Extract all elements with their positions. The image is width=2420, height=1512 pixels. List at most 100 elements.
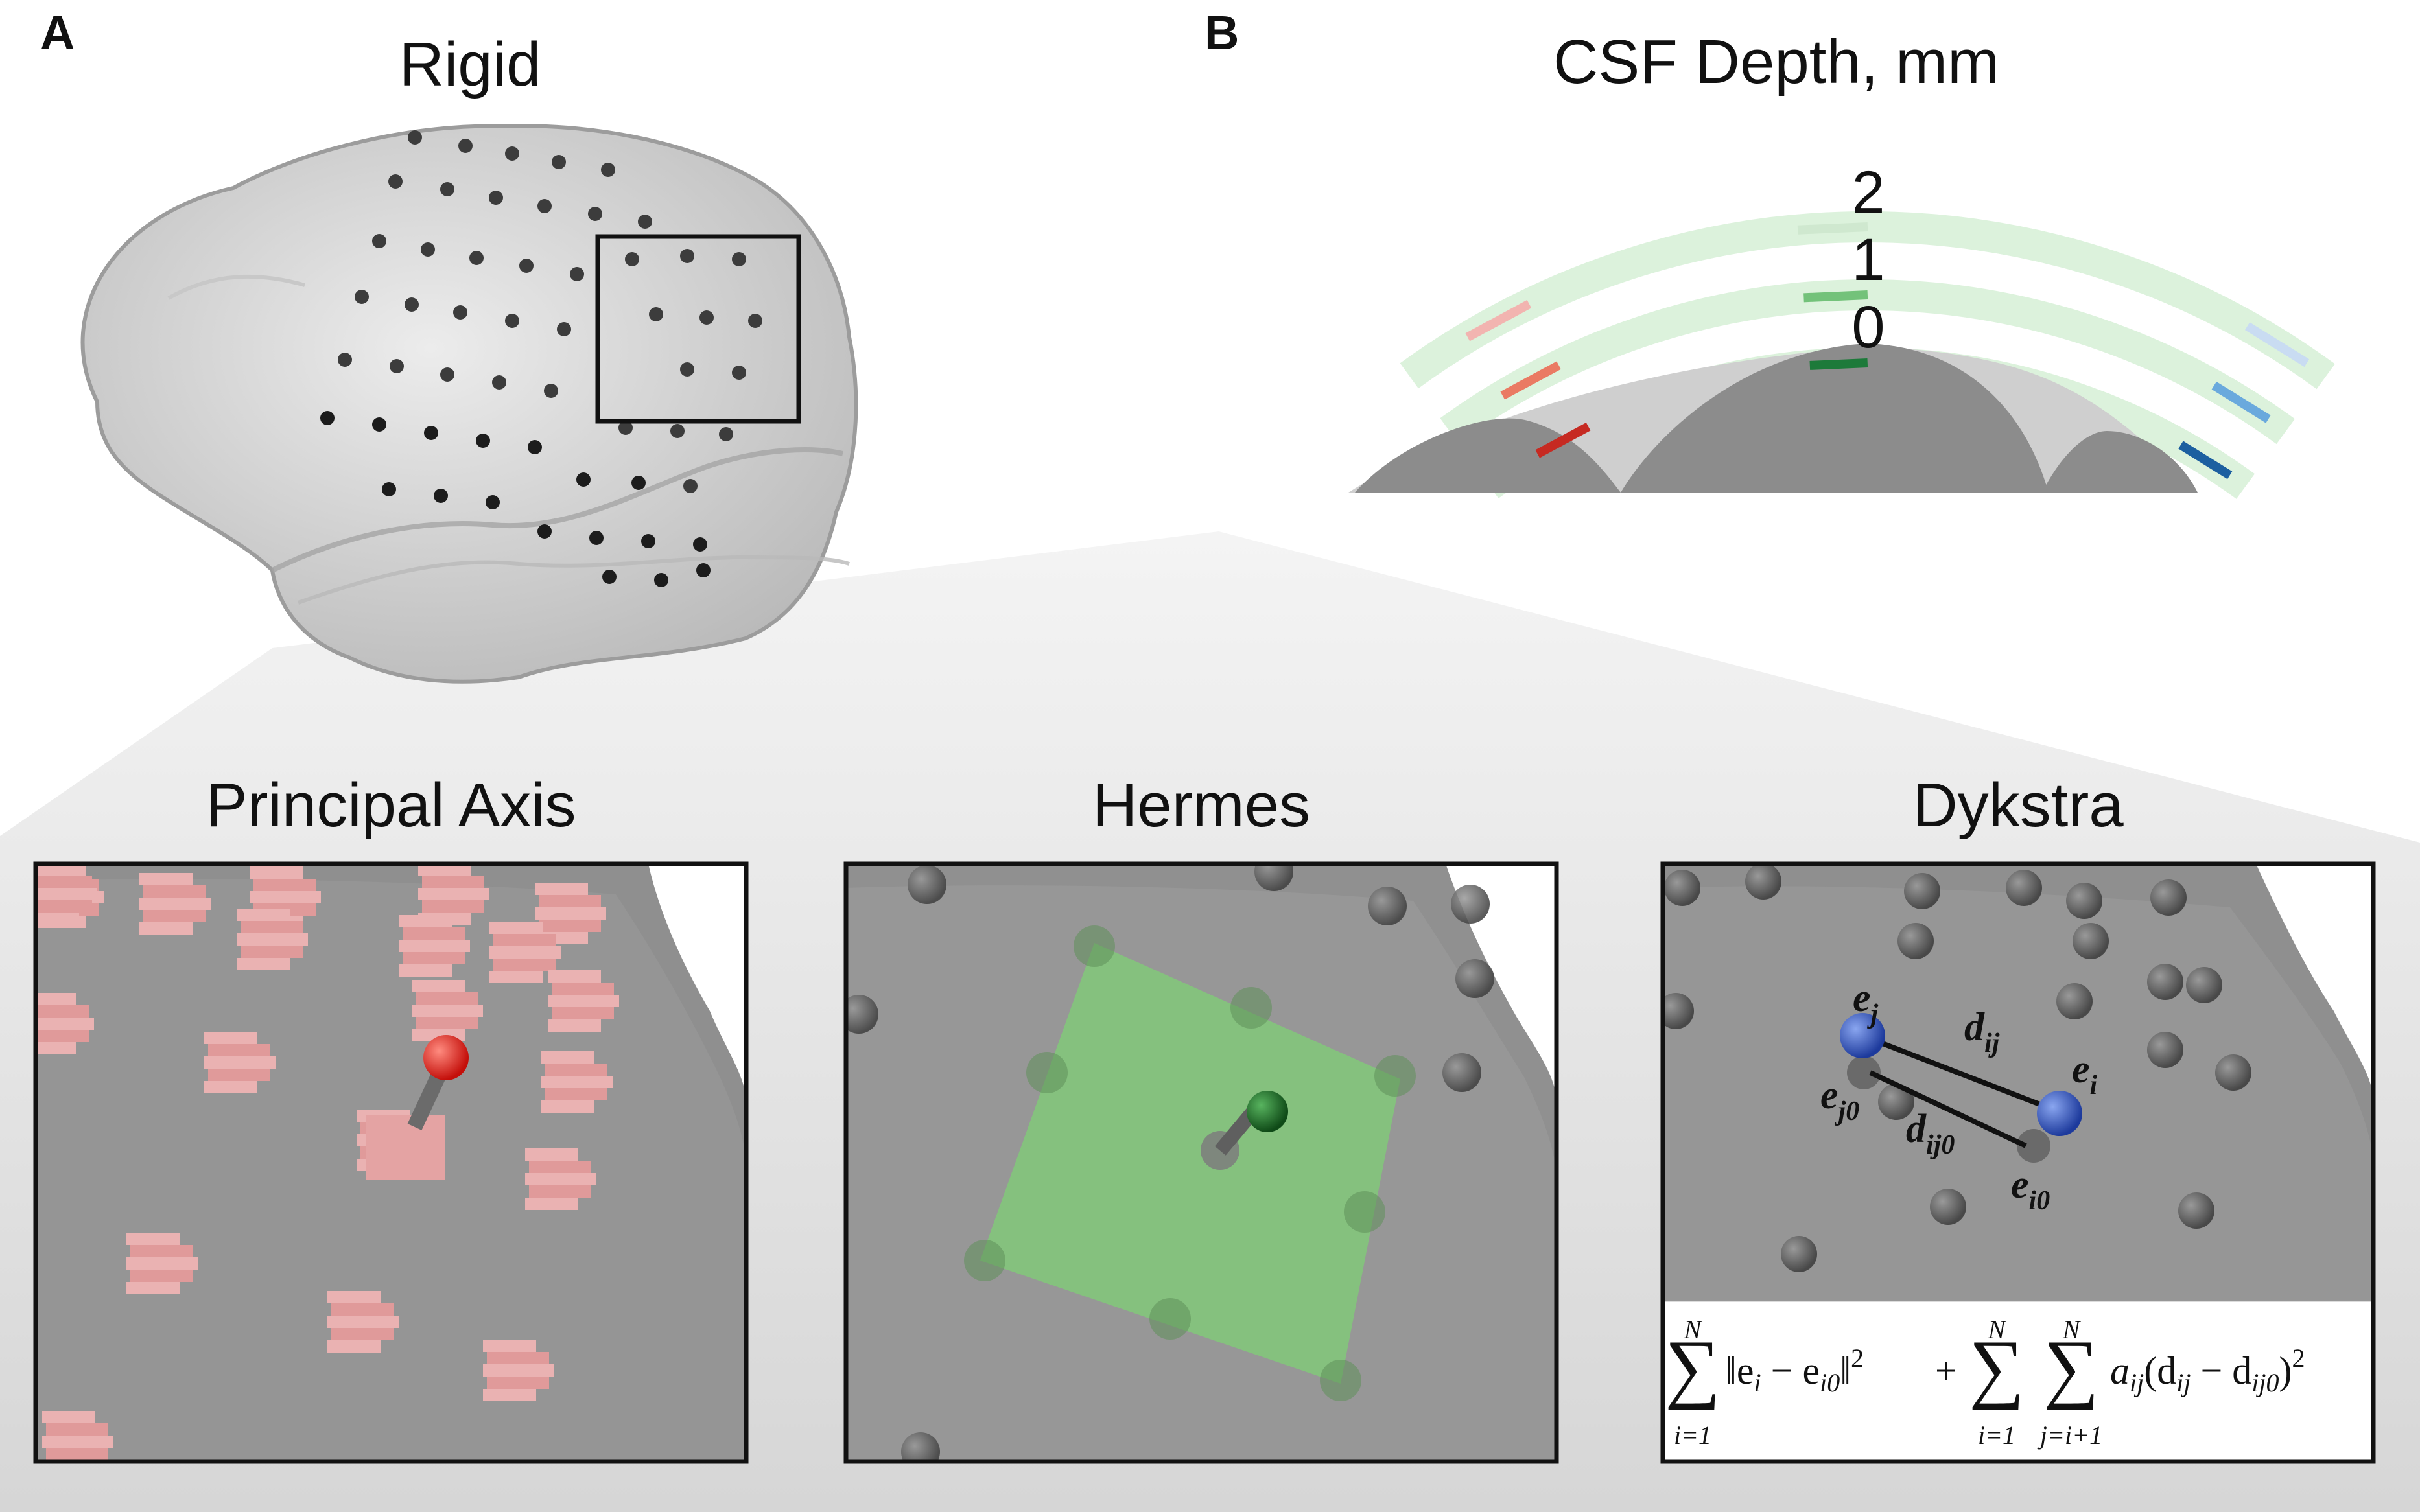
electrode-dot (476, 434, 490, 448)
panel-a-letter: A (40, 6, 75, 60)
electrode-dot (537, 524, 552, 539)
electrode-dot (424, 426, 438, 440)
depth-label-1: 1 (1851, 227, 1885, 293)
electrode-dot (544, 384, 558, 398)
electrode-dot (408, 130, 422, 145)
electrode-dot (505, 146, 519, 161)
neighbor-electrode (964, 1240, 1005, 1281)
grey-electrode (1897, 923, 1934, 959)
electrode-dot (638, 215, 652, 229)
blue-depth-mark-0 (2178, 441, 2233, 480)
electrode-dot (732, 252, 746, 266)
electrode-dot (434, 489, 448, 503)
electrode-dot (680, 249, 694, 263)
hermes-frame (843, 861, 1559, 1464)
principal-axis-electrode (423, 1035, 469, 1080)
electrode-dot (440, 182, 454, 196)
sum1-sigma: ∑ (1665, 1324, 1721, 1410)
electrode-j (1840, 1013, 1885, 1058)
electrode-dot (528, 440, 542, 454)
hermes-title: Hermes (1092, 771, 1310, 840)
red-depth-mark-1 (1500, 361, 1561, 400)
electrode-dot (458, 139, 473, 153)
voxel-patch (139, 873, 211, 935)
depth-label-0: 0 (1851, 294, 1885, 360)
sum3-lower: j=i+1 (2037, 1421, 2102, 1450)
principal-axis-title: Principal Axis (206, 771, 576, 840)
voxel-patch (541, 1051, 613, 1113)
principal-axis-view (38, 865, 744, 1460)
voxel-patch (412, 980, 483, 1041)
electrode-dot (486, 495, 500, 509)
label-ej: ej (1853, 976, 1879, 1029)
electrode-dot (390, 359, 404, 373)
grey-electrode (2186, 967, 2222, 1003)
electrode-dot (355, 290, 369, 304)
grey-electrode (1254, 865, 1293, 891)
electrode-dot (440, 367, 454, 382)
depth-label-2: 2 (1851, 159, 1885, 226)
electrode-dot (602, 570, 617, 584)
voxel-patch (42, 1411, 113, 1460)
grey-electrode (1781, 1236, 1817, 1272)
grey-electrode (1368, 887, 1407, 925)
dykstra-title: Dykstra (1912, 771, 2124, 840)
original-electrode-j (1847, 1056, 1881, 1089)
electrode-dot (519, 259, 534, 273)
red-depth-mark-0 (1535, 423, 1591, 458)
neighbor-electrode (1320, 1360, 1361, 1401)
panel-b-letter: B (1204, 6, 1239, 60)
rigid-title: Rigid (399, 30, 541, 99)
electrode-dot (576, 472, 591, 487)
principal-axis-target-patch (366, 1115, 445, 1180)
grey-electrode (1878, 1084, 1914, 1120)
electrode-dot (654, 573, 668, 587)
label-ei0: ei0 (2011, 1163, 2050, 1216)
sum2-sigma: ∑ (1969, 1324, 2025, 1410)
neighbor-electrode (1374, 1055, 1416, 1097)
electrode-dot (453, 305, 467, 320)
voxel-patch (489, 922, 561, 983)
electrode-dot (618, 421, 633, 435)
dykstra-view (1665, 865, 2371, 1301)
electrode-dot (388, 174, 403, 189)
dykstra-objective-formula: N ∑ i=1 ‖ei − ei0‖2 + N ∑ i=1 N ∑ j=i+1 … (1665, 1315, 2305, 1450)
label-dij0: dij0 (1906, 1107, 1955, 1160)
electrode-dot (719, 427, 733, 441)
electrode-dot (693, 537, 707, 552)
grey-electrode (908, 865, 946, 904)
electrode-dot (601, 163, 615, 177)
neighbor-electrode (1149, 1298, 1191, 1340)
electrode-dot (631, 476, 646, 490)
neighbor-electrode (1344, 1191, 1385, 1233)
voxel-patch (525, 1148, 596, 1210)
sum3-sigma: ∑ (2043, 1324, 2099, 1410)
term-norm: ‖ei − ei0‖2 (1726, 1343, 1864, 1397)
zoom-region-box (595, 234, 801, 424)
principal-axis-frame (33, 861, 749, 1464)
distance-line-dij (1861, 1033, 2060, 1114)
dykstra-frame (1660, 861, 2376, 1464)
electrode-i (2037, 1091, 2082, 1136)
grey-electrode (1665, 870, 1700, 906)
electrode-dot (421, 242, 435, 257)
electrode-dot (699, 310, 714, 325)
electrode-dot (320, 411, 335, 425)
brain-surface (80, 124, 858, 684)
electrode-dot (492, 375, 506, 390)
label-dij: dij (1964, 1005, 2000, 1058)
grey-electrode (2066, 883, 2102, 919)
grey-electrode (2215, 1054, 2251, 1091)
electrode-dot (382, 482, 396, 496)
grey-electrode (2073, 923, 2109, 959)
electrode-dot (372, 417, 386, 432)
electrode-dot (680, 362, 694, 377)
label-ei: ei (2072, 1047, 2098, 1100)
gyrus-left (1355, 418, 1621, 493)
green-depth-mark-2 (1797, 222, 1868, 235)
electrode-dot (649, 307, 663, 321)
grey-electrode (1745, 865, 1781, 900)
green-depth-mark-0 (1809, 358, 1868, 370)
blue-depth-mark-2 (2244, 322, 2310, 367)
